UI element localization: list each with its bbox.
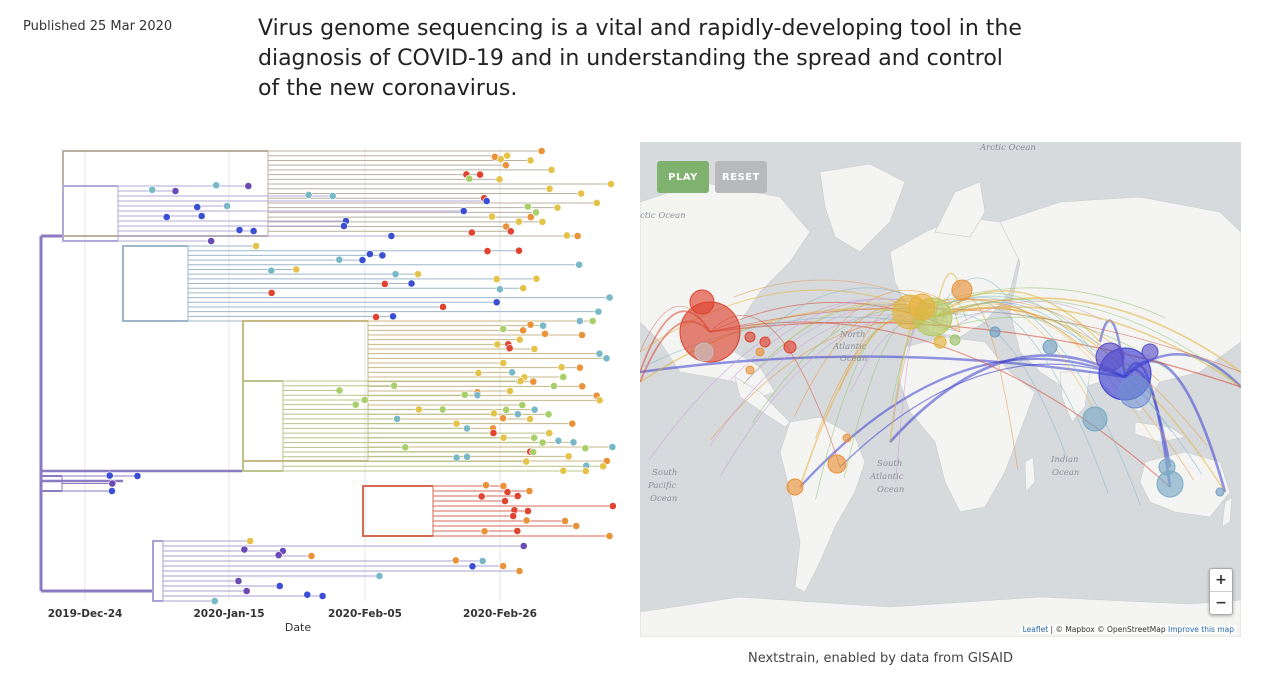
tree-tips — [105, 147, 617, 605]
ocean-label-s-atlantic-2: Atlantic — [869, 472, 904, 482]
ocean-label-n-atlantic-3: Ocean — [840, 354, 867, 364]
tick-label-feb05: 2020-Feb-05 — [328, 608, 402, 620]
ocean-label-s-atlantic-1: South — [877, 459, 902, 469]
ocean-label-arctic: Arctic Ocean — [979, 143, 1036, 153]
map-attribution: Leaflet | © Mapbox © OpenStreetMap Impro… — [1019, 625, 1237, 634]
case-bubbles — [679, 279, 1225, 498]
published-date: Published 25 Mar 2020 — [23, 19, 173, 34]
tick-label-jan15: 2020-Jan-15 — [193, 608, 264, 620]
zoom-out-button[interactable]: − — [1210, 591, 1232, 614]
lead-paragraph: Virus genome sequencing is a vital and r… — [258, 16, 1022, 101]
ocean-label-s-pacific-2: Pacific — [647, 481, 677, 491]
ocean-label-n-atlantic-2: Atlantic — [832, 342, 867, 352]
attribution-text: | © Mapbox © OpenStreetMap — [1048, 625, 1169, 634]
ocean-label-arctic-left: ctic Ocean — [640, 211, 686, 221]
ocean-label-indian-1: Indian — [1050, 455, 1079, 465]
axis-title-date: Date — [285, 621, 312, 634]
ocean-label-s-pacific-1: South — [652, 468, 677, 478]
ocean-label-s-pacific-3: Ocean — [650, 494, 677, 504]
world-map[interactable]: Arctic Ocean ctic Ocean North Atlantic O… — [640, 142, 1241, 637]
ocean-label-indian-2: Ocean — [1052, 468, 1079, 478]
play-button[interactable]: PLAY — [657, 161, 709, 193]
figure-caption: Nextstrain, enabled by data from GISAID — [747, 651, 1014, 666]
phylogenetic-tree[interactable]: 2019-Dec-24 2020-Jan-15 2020-Feb-05 2020… — [23, 141, 618, 638]
improve-map-link[interactable]: Improve this map — [1168, 625, 1234, 634]
leaflet-link[interactable]: Leaflet — [1022, 625, 1049, 634]
zoom-in-button[interactable]: + — [1215, 572, 1227, 588]
ocean-label-n-atlantic-1: North — [839, 330, 866, 340]
ocean-labels: Arctic Ocean ctic Ocean North Atlantic O… — [640, 143, 1079, 504]
landmasses — [640, 163, 1241, 637]
ocean-label-s-atlantic-3: Ocean — [877, 485, 904, 495]
phylogenetic-tree-figure[interactable]: 2019-Dec-24 2020-Jan-15 2020-Feb-05 2020… — [23, 141, 618, 638]
zoom-control: + − — [1209, 568, 1233, 615]
transmission-map[interactable]: Arctic Ocean ctic Ocean North Atlantic O… — [640, 142, 1241, 637]
tick-label-feb26: 2020-Feb-26 — [463, 608, 537, 620]
tick-label-dec24: 2019-Dec-24 — [48, 608, 123, 620]
reset-button[interactable]: RESET — [715, 161, 767, 193]
